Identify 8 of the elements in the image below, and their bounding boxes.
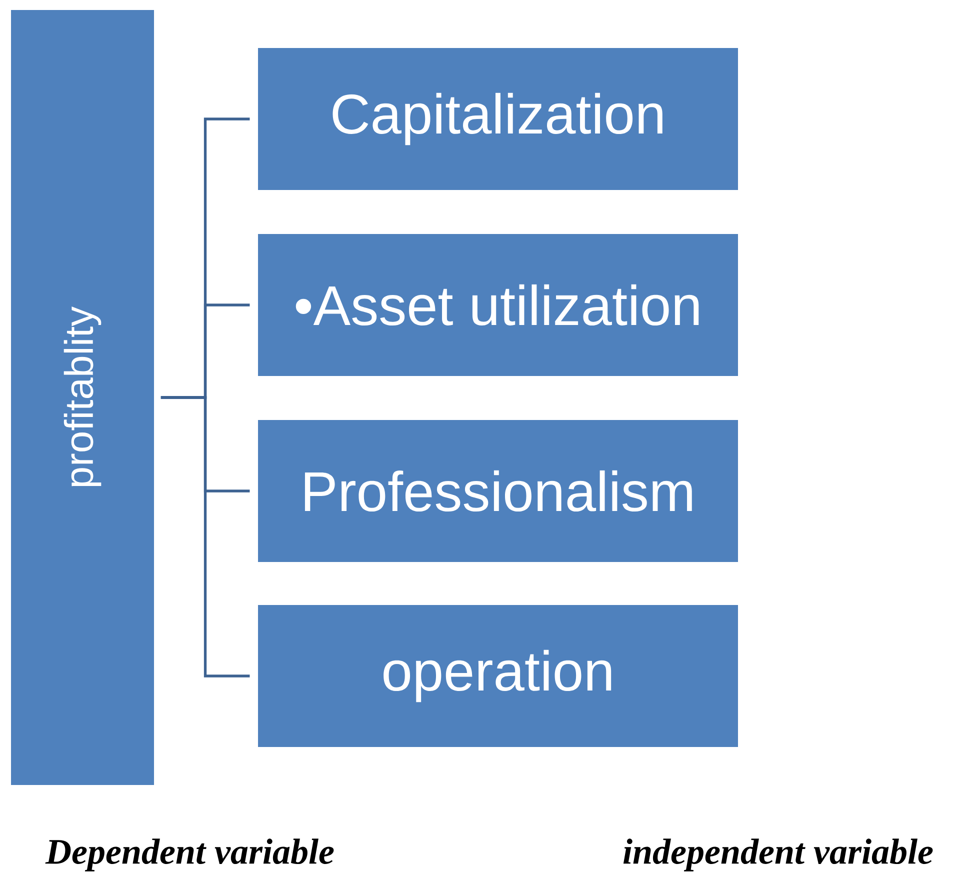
- axis-label: Dependent variable: [45, 838, 334, 872]
- process-box: Professionalism: [258, 420, 738, 562]
- axis-label: independent variable: [623, 838, 933, 872]
- connector: [160, 396, 250, 678]
- process-box: •Asset utilization: [258, 234, 738, 376]
- process-box: operation: [258, 605, 738, 747]
- process-box: Capitalization: [258, 48, 738, 190]
- bar: profitablity: [11, 10, 154, 785]
